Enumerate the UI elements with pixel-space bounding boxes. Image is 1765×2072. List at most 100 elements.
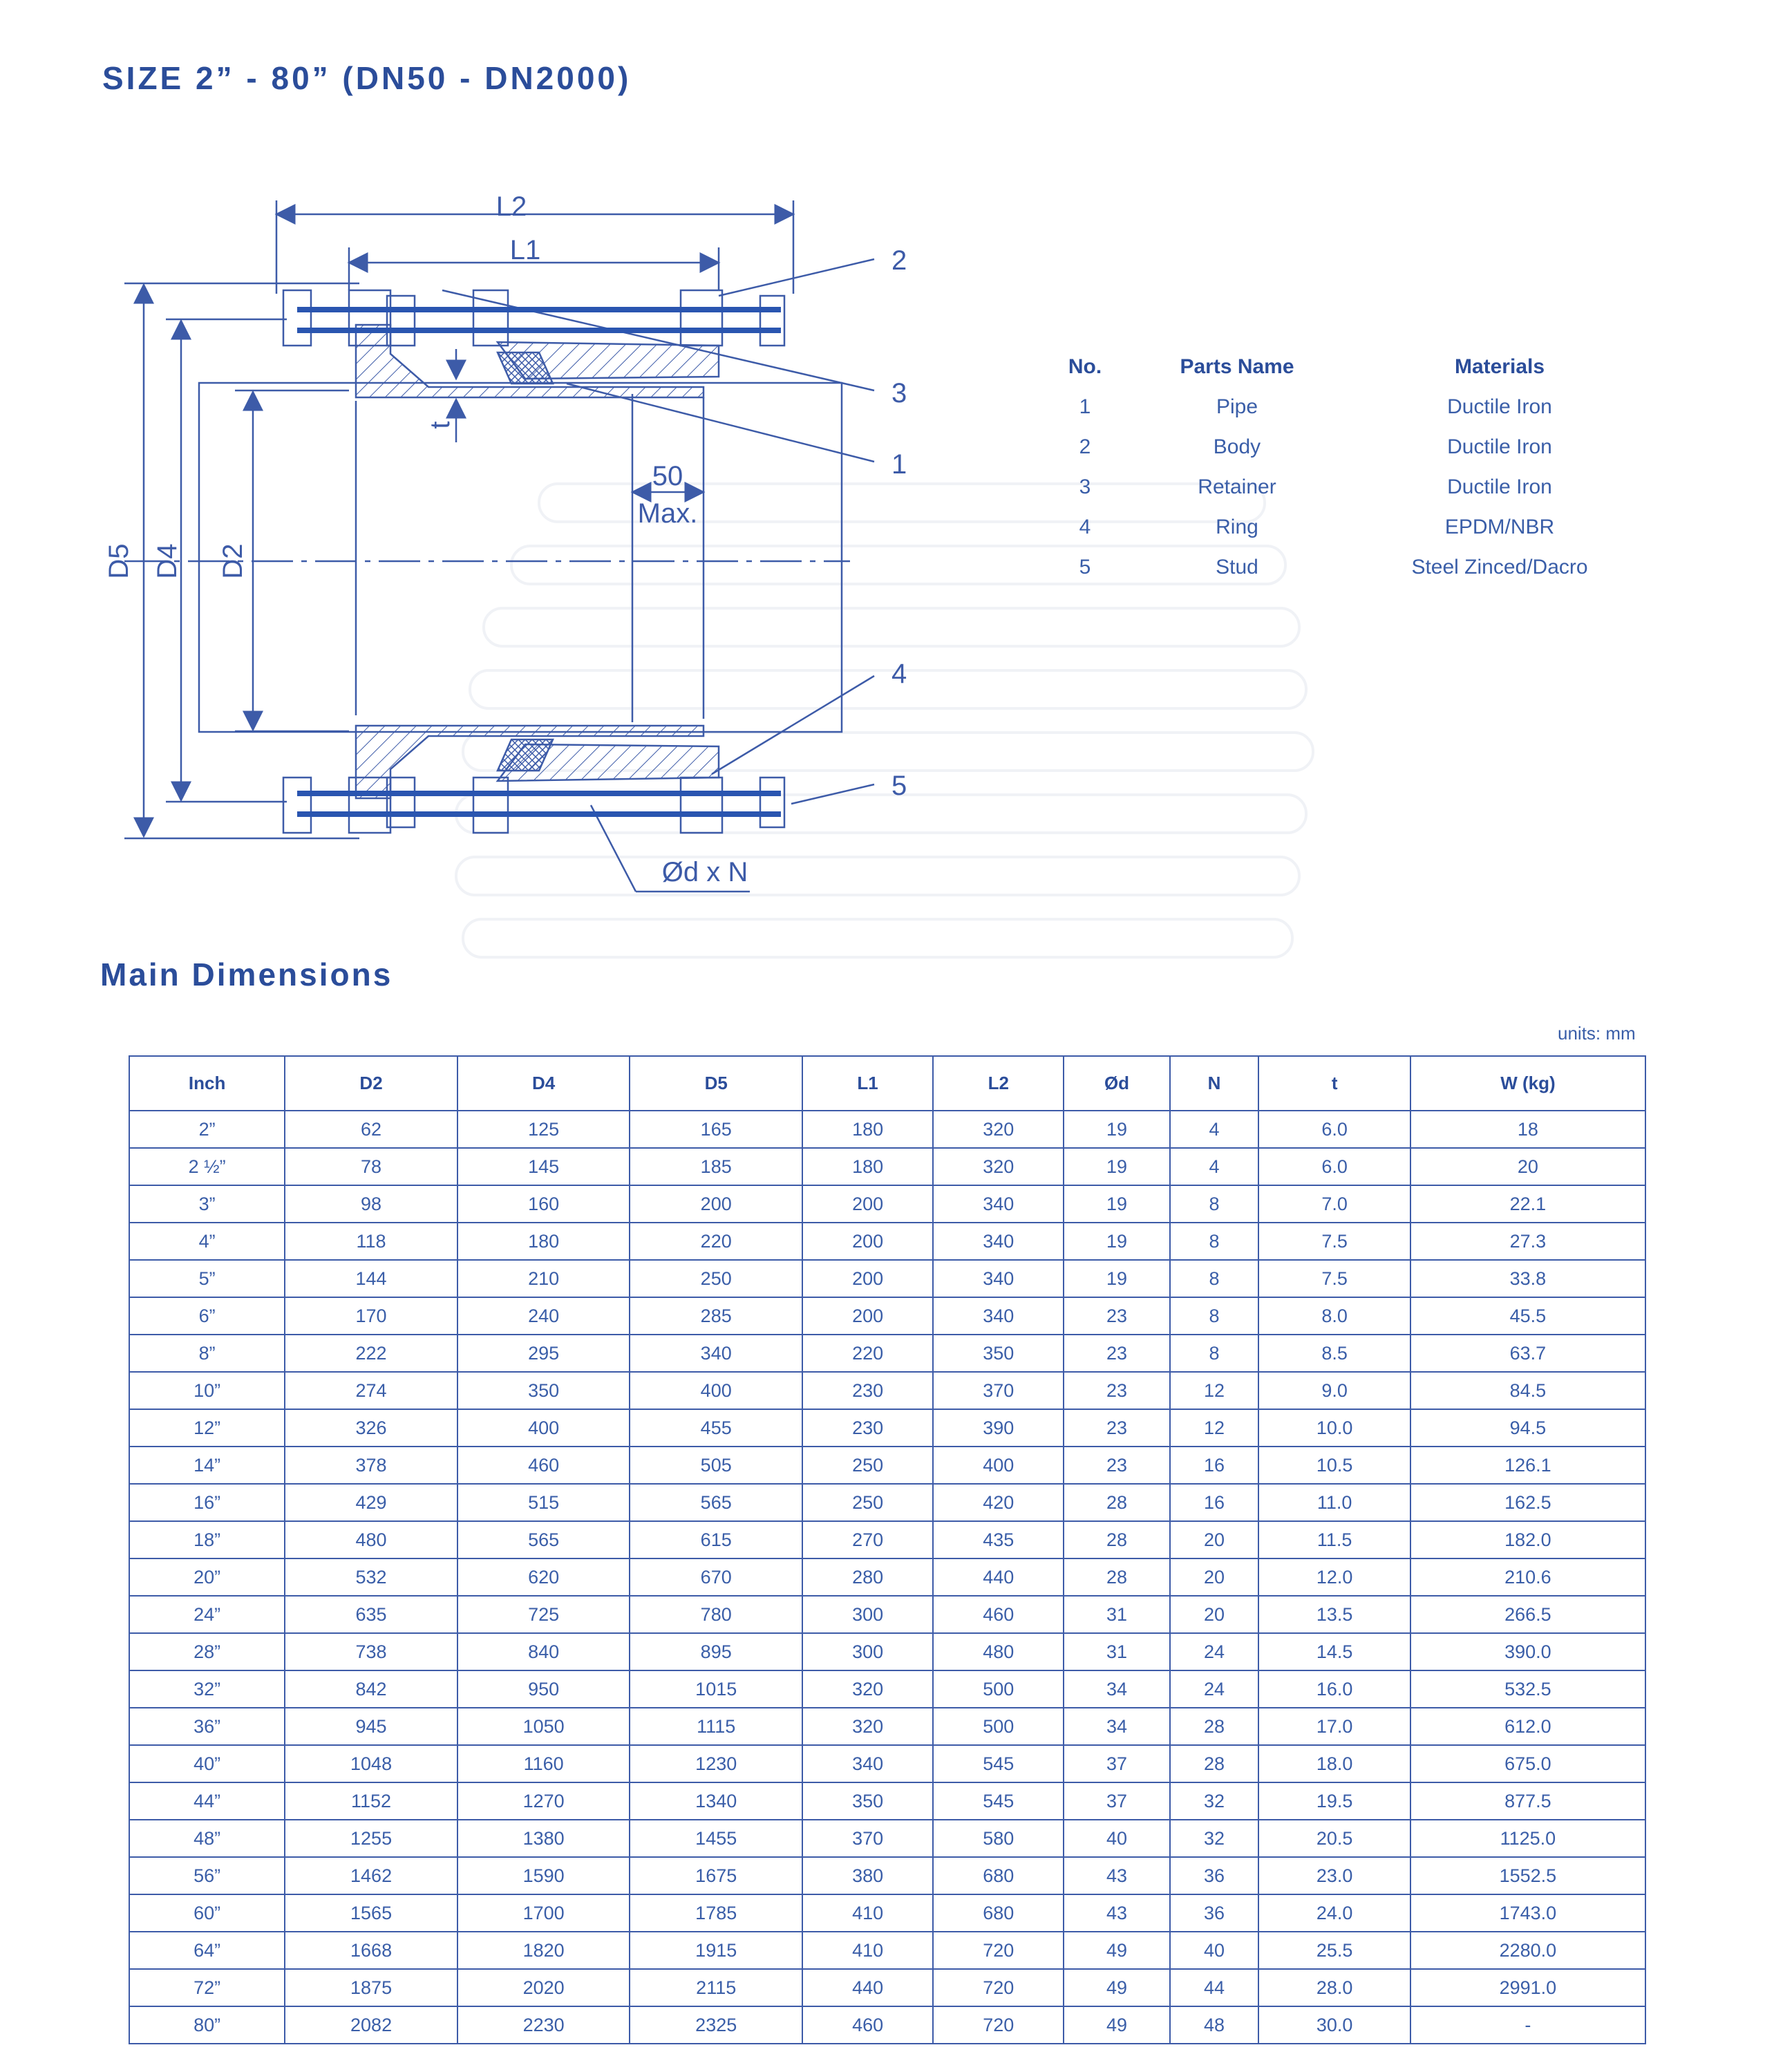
table-cell: 8 <box>1169 1222 1260 1261</box>
bolt-label: Ød x N <box>662 857 748 887</box>
parts-row: 4 Ring EPDM/NBR <box>1037 507 1659 547</box>
callout-2: 2 <box>891 245 907 276</box>
table-cell: 10” <box>128 1371 286 1410</box>
parts-header-row: No. Parts Name Materials <box>1037 347 1659 387</box>
table-cell: 1462 <box>284 1856 458 1895</box>
header-inch: Inch <box>128 1055 286 1111</box>
table-cell: 1048 <box>284 1744 458 1783</box>
part-name: Stud <box>1216 556 1258 578</box>
table-cell: 500 <box>932 1707 1065 1746</box>
table-cell: 400 <box>932 1446 1065 1485</box>
table-cell: 37 <box>1063 1782 1171 1820</box>
header-t: t <box>1258 1055 1411 1111</box>
table-cell: 2230 <box>456 2006 631 2044</box>
callout-1: 1 <box>891 449 907 480</box>
table-cell: 350 <box>456 1371 631 1410</box>
table-cell: 5” <box>128 1259 286 1298</box>
table-cell: 200 <box>629 1185 803 1223</box>
table-cell: 565 <box>629 1483 803 1522</box>
table-cell: 72” <box>128 1968 286 2007</box>
table-cell: 435 <box>932 1520 1065 1559</box>
table-cell: 340 <box>629 1334 803 1373</box>
table-cell: 16 <box>1169 1446 1260 1485</box>
table-cell: 8.5 <box>1258 1334 1411 1373</box>
callout-3: 3 <box>891 378 907 408</box>
table-cell: 170 <box>284 1297 458 1335</box>
parts-row: 1 Pipe Ductile Iron <box>1037 387 1659 427</box>
table-cell: 45.5 <box>1409 1297 1647 1335</box>
table-cell: 145 <box>456 1147 631 1186</box>
table-cell: 12” <box>128 1409 286 1447</box>
table-cell: 380 <box>801 1856 934 1895</box>
table-cell: 11.0 <box>1258 1483 1411 1522</box>
table-cell: 14.5 <box>1258 1632 1411 1671</box>
parts-header-materials: Materials <box>1454 355 1545 378</box>
table-cell: 48” <box>128 1819 286 1858</box>
table-cell: 635 <box>284 1595 458 1634</box>
table-cell: 34 <box>1063 1670 1171 1708</box>
table-cell: 23 <box>1063 1334 1171 1373</box>
table-cell: 28 <box>1063 1483 1171 1522</box>
table-cell: 950 <box>456 1670 631 1708</box>
table-cell: 36 <box>1169 1856 1260 1895</box>
table-cell: 40 <box>1169 1931 1260 1970</box>
table-cell: 44 <box>1169 1968 1260 2007</box>
table-cell: 30.0 <box>1258 2006 1411 2044</box>
part-material: EPDM/NBR <box>1444 516 1555 538</box>
table-cell: 27.3 <box>1409 1222 1647 1261</box>
table-cell: 34 <box>1063 1707 1171 1746</box>
table-cell: 680 <box>932 1856 1065 1895</box>
table-cell: 4 <box>1169 1147 1260 1186</box>
table-cell: 250 <box>801 1446 934 1485</box>
table-cell: 615 <box>629 1520 803 1559</box>
table-cell: 460 <box>456 1446 631 1485</box>
table-cell: 320 <box>932 1110 1065 1149</box>
table-cell: 28 <box>1063 1558 1171 1597</box>
table-cell: 340 <box>932 1185 1065 1223</box>
table-cell: 2280.0 <box>1409 1931 1647 1970</box>
table-cell: 3” <box>128 1185 286 1223</box>
table-cell: 350 <box>801 1782 934 1820</box>
table-cell: 720 <box>932 2006 1065 2044</box>
table-cell: 515 <box>456 1483 631 1522</box>
part-material: Ductile Iron <box>1447 435 1552 458</box>
table-cell: 210.6 <box>1409 1558 1647 1597</box>
table-cell: 144 <box>284 1259 458 1298</box>
table-cell: 126.1 <box>1409 1446 1647 1485</box>
part-material: Ductile Iron <box>1447 475 1552 498</box>
table-cell: 266.5 <box>1409 1595 1647 1634</box>
table-cell: 720 <box>932 1968 1065 2007</box>
part-name: Ring <box>1216 516 1258 538</box>
table-cell: 17.0 <box>1258 1707 1411 1746</box>
table-cell: 440 <box>932 1558 1065 1597</box>
table-cell: 340 <box>932 1297 1065 1335</box>
table-cell: 1230 <box>629 1744 803 1783</box>
table-cell: 180 <box>801 1147 934 1186</box>
callout-4: 4 <box>891 659 907 689</box>
callout-5: 5 <box>891 771 907 801</box>
table-cell: 220 <box>801 1334 934 1373</box>
table-cell: 19 <box>1063 1185 1171 1223</box>
table-cell: 20” <box>128 1558 286 1597</box>
table-cell: 580 <box>932 1819 1065 1858</box>
part-name: Body <box>1213 435 1261 458</box>
table-cell: 16.0 <box>1258 1670 1411 1708</box>
table-cell: 6” <box>128 1297 286 1335</box>
table-cell: 31 <box>1063 1632 1171 1671</box>
table-cell: 28 <box>1169 1744 1260 1783</box>
table-cell: 23 <box>1063 1409 1171 1447</box>
table-cell: 1915 <box>629 1931 803 1970</box>
table-cell: 250 <box>629 1259 803 1298</box>
table-cell: 4” <box>128 1222 286 1261</box>
parts-row: 3 Retainer Ductile Iron <box>1037 467 1659 507</box>
part-no: 1 <box>1079 395 1091 418</box>
table-cell: 410 <box>801 1931 934 1970</box>
table-cell: 455 <box>629 1409 803 1447</box>
table-cell: 37 <box>1063 1744 1171 1783</box>
table-cell: 326 <box>284 1409 458 1447</box>
table-cell: 2115 <box>629 1968 803 2007</box>
